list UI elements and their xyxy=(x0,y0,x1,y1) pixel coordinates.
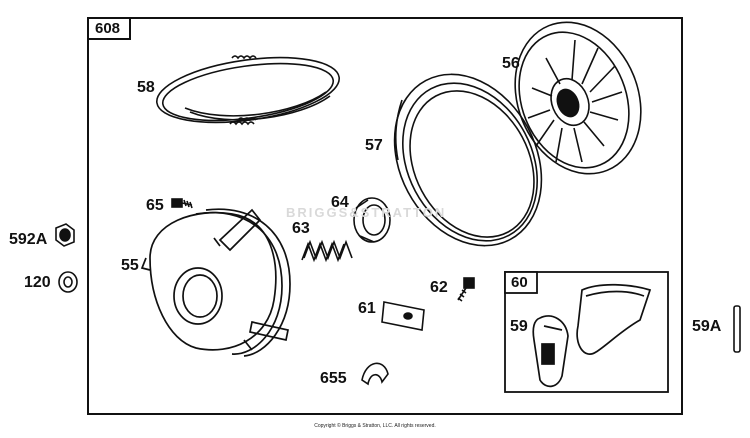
part-label-56: 56 xyxy=(502,55,520,72)
part-label-65: 65 xyxy=(146,197,164,214)
part-label-655: 655 xyxy=(320,370,347,387)
recoil-spring-drawing xyxy=(393,73,543,247)
washer-drawing xyxy=(58,271,78,293)
pin-drawing xyxy=(733,305,741,353)
frame-60-label: 60 xyxy=(511,274,528,291)
nut-drawing xyxy=(55,223,75,247)
part-label-63: 63 xyxy=(292,220,310,237)
handle-drawing xyxy=(532,283,652,388)
frame-60-tag xyxy=(504,271,538,294)
rope-drawing xyxy=(155,55,341,126)
part-label-59: 59 xyxy=(510,318,528,335)
part-label-61: 61 xyxy=(358,300,376,317)
watermark: BRIGGS&STRATTON xyxy=(286,205,447,220)
clip-drawing xyxy=(361,362,389,386)
plate-drawing xyxy=(381,301,425,331)
screw-62-drawing xyxy=(457,277,475,302)
part-label-592a: 592A xyxy=(9,231,48,248)
part-label-57: 57 xyxy=(365,137,383,154)
spring-drawing xyxy=(301,239,353,263)
part-label-58: 58 xyxy=(137,79,155,96)
bushing-drawing xyxy=(353,197,391,243)
screw-65-drawing xyxy=(171,198,193,209)
part-label-62: 62 xyxy=(430,279,448,296)
copyright-notice: Copyright © Briggs & Stratton, LLC. All … xyxy=(314,423,436,429)
frame-608-tag xyxy=(87,17,131,40)
part-label-55: 55 xyxy=(121,257,139,274)
frame-608-border xyxy=(87,17,683,415)
part-label-64: 64 xyxy=(331,194,349,211)
pulley-drawing xyxy=(514,21,642,175)
frame-60-border xyxy=(504,271,669,393)
part-label-120: 120 xyxy=(24,274,51,291)
frame-608-label: 608 xyxy=(95,20,121,37)
part-label-59a: 59A xyxy=(692,318,722,335)
starter-housing-drawing xyxy=(140,208,291,357)
